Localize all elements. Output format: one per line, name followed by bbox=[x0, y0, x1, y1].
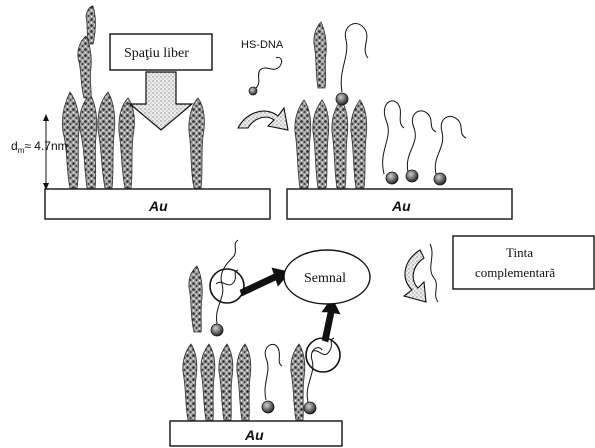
spacer-column bbox=[350, 99, 368, 189]
signal-ellipse bbox=[283, 249, 371, 305]
free-space-box bbox=[109, 33, 213, 71]
detaching-column bbox=[77, 35, 92, 99]
panel-hybridization: Au Semnal bbox=[169, 239, 371, 447]
spacer-column bbox=[290, 343, 306, 421]
detached-column bbox=[188, 265, 203, 333]
gold-plate-right bbox=[286, 188, 513, 220]
signal-arrow-top bbox=[239, 267, 291, 297]
dna-strands-bottom bbox=[216, 239, 323, 403]
spacer-column bbox=[200, 343, 216, 421]
target-box: Tinta complementară bbox=[429, 235, 595, 303]
target-label-line2: complementară bbox=[475, 265, 555, 280]
signal-arrow-bottom bbox=[321, 297, 341, 343]
monolayer-columns-bottom bbox=[182, 265, 306, 421]
thickness-label: dm≈ 4.7nm bbox=[11, 139, 68, 155]
spacer-column bbox=[236, 343, 252, 421]
probe-sphere bbox=[385, 171, 399, 185]
probe-sphere bbox=[335, 92, 349, 106]
probe-sphere bbox=[210, 323, 224, 337]
probe-sphere bbox=[405, 169, 419, 183]
dna-probes-right bbox=[335, 23, 467, 186]
process-arrow-bottom bbox=[402, 249, 427, 303]
target-box-frame bbox=[452, 235, 595, 290]
spacer-column bbox=[218, 343, 234, 421]
free-space-label: Spaţiu liber bbox=[124, 46, 189, 61]
spacer-column bbox=[118, 97, 135, 189]
detaching-column bbox=[85, 5, 96, 45]
thickness-dimension: dm≈ 4.7nm bbox=[11, 114, 68, 190]
monolayer-columns-right bbox=[294, 21, 368, 189]
gold-plate-left bbox=[44, 188, 271, 220]
spacer-column bbox=[331, 99, 349, 189]
monolayer-columns-left bbox=[62, 5, 205, 189]
gold-plate-bottom bbox=[169, 420, 343, 447]
target-strand bbox=[429, 243, 439, 303]
spacer-column bbox=[182, 343, 198, 421]
spacer-column bbox=[294, 99, 312, 189]
spacer-column bbox=[312, 99, 330, 189]
hs-dna-probe: HS-DNA bbox=[241, 39, 284, 96]
probe-sphere bbox=[433, 172, 447, 186]
hs-dna-label: HS-DNA bbox=[241, 39, 284, 51]
probe-sphere bbox=[303, 401, 317, 415]
detached-column bbox=[313, 21, 327, 89]
panel-probe-immobilized: Au bbox=[286, 21, 513, 220]
gold-label-bottom: Au bbox=[244, 427, 264, 443]
target-label-line1: Tinta bbox=[506, 245, 533, 260]
probe-sphere bbox=[261, 400, 275, 414]
spacer-column bbox=[62, 91, 80, 189]
signal-label: Semnal bbox=[304, 271, 346, 286]
spacer-column bbox=[79, 93, 98, 189]
panel-free-space: Au dm≈ 4.7nm Spaţiu liber bbox=[11, 5, 271, 220]
spacer-column bbox=[188, 97, 205, 189]
hybridization-circle-top bbox=[209, 268, 245, 304]
spacer-column bbox=[97, 91, 116, 189]
free-space-arrow bbox=[128, 71, 194, 131]
gold-label-left: Au bbox=[148, 198, 168, 214]
process-arrow-top bbox=[237, 106, 289, 131]
gold-label-right: Au bbox=[391, 198, 411, 214]
probe-sphere bbox=[248, 86, 258, 96]
